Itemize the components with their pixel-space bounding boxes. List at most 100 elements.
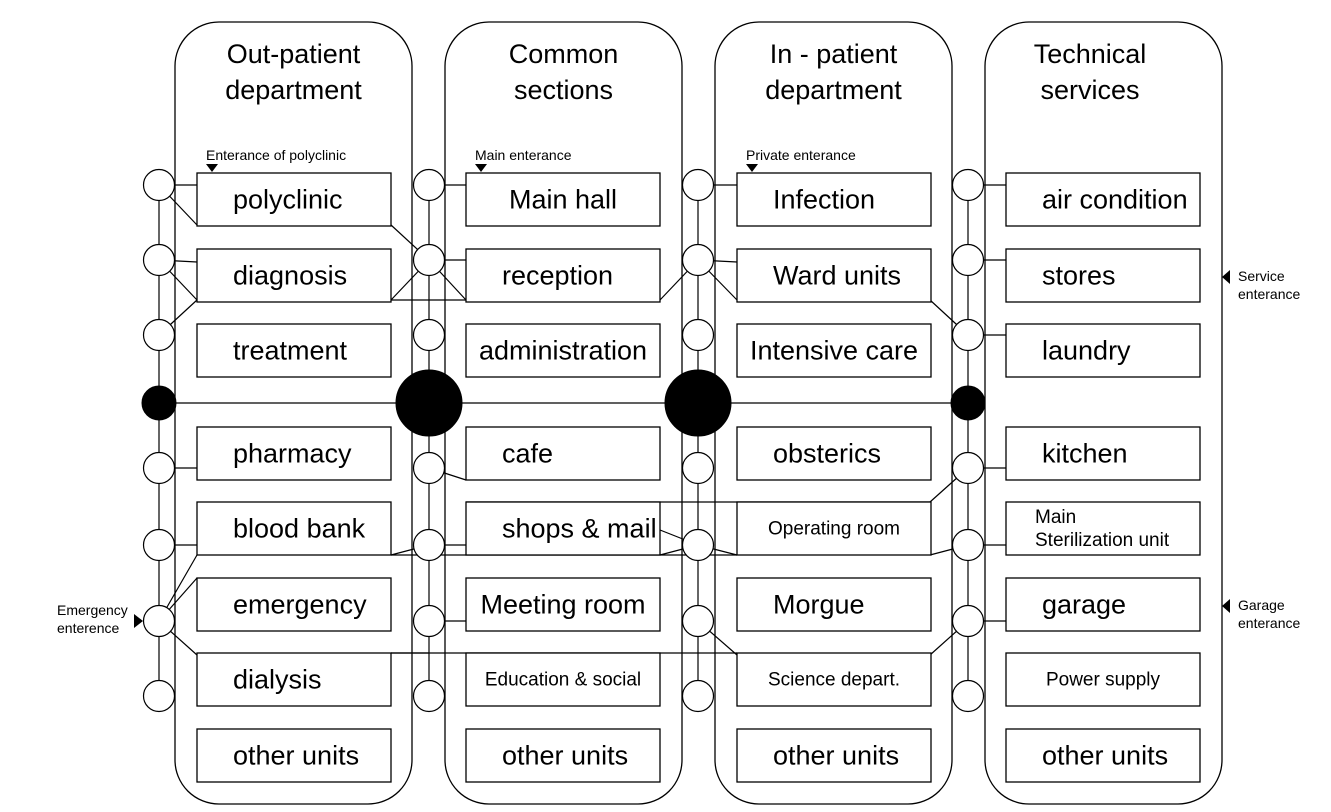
entrance-label-outpatient: Enterance of polyclinic — [206, 147, 346, 163]
node-technical-2 — [951, 318, 985, 352]
entrance-label-common: Main enterance — [475, 147, 572, 163]
marker-garage — [1222, 599, 1230, 613]
node-outpatient-1 — [142, 243, 176, 277]
unit-box-stores — [1005, 248, 1201, 303]
unit-label-other-units: other units — [773, 741, 899, 771]
node-technical-1 — [951, 243, 985, 277]
unit-box-kitchen — [1005, 426, 1201, 481]
node-outpatient-3 — [142, 451, 176, 485]
unit-box-diagnosis — [196, 248, 392, 303]
unit-box-emergency — [196, 577, 392, 632]
node-inpatient-0 — [681, 168, 715, 202]
unit-label-laundry: laundry — [1042, 336, 1131, 366]
marker-emergency — [134, 614, 143, 628]
unit-label-meeting-room: Meeting room — [480, 590, 645, 620]
node-outpatient-2 — [142, 318, 176, 352]
unit-label-shops-mail: shops & mail — [502, 514, 657, 544]
node-inpatient-1 — [681, 243, 715, 277]
hub-common — [395, 369, 463, 437]
entrance-marker-common — [475, 164, 487, 172]
unit-label-reception: reception — [502, 261, 613, 291]
unit-box-other-units — [736, 728, 932, 783]
unit-label-obsterics: obsterics — [773, 439, 881, 469]
unit-box-intensive-care — [736, 323, 932, 378]
unit-box-pharmacy — [196, 426, 392, 481]
unit-box-ward-units — [736, 248, 932, 303]
unit-label-power-supply: Power supply — [1046, 670, 1161, 691]
entrance-label-inpatient: Private enterance — [746, 147, 856, 163]
unit-label-operating-room: Operating room — [768, 519, 900, 540]
node-inpatient-4 — [681, 528, 715, 562]
node-inpatient-6 — [681, 679, 715, 713]
unit-label-science-depart: Science depart. — [768, 670, 900, 691]
node-inpatient-3 — [681, 451, 715, 485]
unit-box-infection — [736, 172, 932, 227]
unit-label-pharmacy: pharmacy — [233, 439, 352, 469]
hub-outpatient — [141, 385, 177, 421]
node-common-6 — [412, 679, 446, 713]
node-technical-5 — [951, 604, 985, 638]
unit-label-diagnosis: diagnosis — [233, 261, 347, 291]
unit-box-power-supply — [1005, 652, 1201, 707]
unit-label-main-hall: Main hall — [509, 185, 617, 215]
unit-box-morgue — [736, 577, 932, 632]
unit-box-other-units — [196, 728, 392, 783]
node-technical-3 — [951, 451, 985, 485]
unit-label-air-condition: air condition — [1042, 185, 1188, 215]
unit-label-stores: stores — [1042, 261, 1116, 291]
unit-label-morgue: Morgue — [773, 590, 865, 620]
node-inpatient-2 — [681, 318, 715, 352]
node-outpatient-6 — [142, 679, 176, 713]
unit-box-main-hall — [465, 172, 661, 227]
unit-box-science-depart — [736, 652, 932, 707]
unit-box-laundry — [1005, 323, 1201, 378]
hub-technical — [950, 385, 986, 421]
unit-box-meeting-room — [465, 577, 661, 632]
unit-label-intensive-care: Intensive care — [750, 336, 918, 366]
node-outpatient-4 — [142, 528, 176, 562]
unit-label-garage: garage — [1042, 590, 1126, 620]
unit-label-kitchen: kitchen — [1042, 439, 1128, 469]
node-common-0 — [412, 168, 446, 202]
node-outpatient-0 — [142, 168, 176, 202]
node-common-5 — [412, 604, 446, 638]
node-common-1 — [412, 243, 446, 277]
unit-box-shops-mail — [465, 501, 661, 556]
unit-box-operating-room — [736, 501, 932, 556]
unit-box-garage — [1005, 577, 1201, 632]
unit-box-reception — [465, 248, 661, 303]
marker-service — [1222, 270, 1230, 284]
unit-box-obsterics — [736, 426, 932, 481]
unit-label-ward-units: Ward units — [773, 261, 901, 291]
unit-label-dialysis: dialysis — [233, 665, 322, 695]
unit-box-air-condition — [1005, 172, 1201, 227]
entrance-marker-outpatient — [206, 164, 218, 172]
hub-inpatient — [664, 369, 732, 437]
unit-box-other-units — [465, 728, 661, 783]
node-outpatient-5 — [142, 604, 176, 638]
unit-box-main-sterilization-unit — [1005, 501, 1201, 556]
unit-box-blood-bank — [196, 501, 392, 556]
unit-box-cafe — [465, 426, 661, 481]
unit-box-treatment — [196, 323, 392, 378]
unit-label-administration: administration — [479, 336, 647, 366]
entrance-marker-inpatient — [746, 164, 758, 172]
node-technical-4 — [951, 528, 985, 562]
unit-label-other-units: other units — [502, 741, 628, 771]
unit-label-education-social: Education & social — [485, 670, 641, 691]
unit-box-dialysis — [196, 652, 392, 707]
unit-label-polyclinic: polyclinic — [233, 185, 343, 215]
unit-label-emergency: emergency — [233, 590, 367, 620]
unit-label-infection: Infection — [773, 185, 875, 215]
node-common-4 — [412, 528, 446, 562]
node-technical-0 — [951, 168, 985, 202]
